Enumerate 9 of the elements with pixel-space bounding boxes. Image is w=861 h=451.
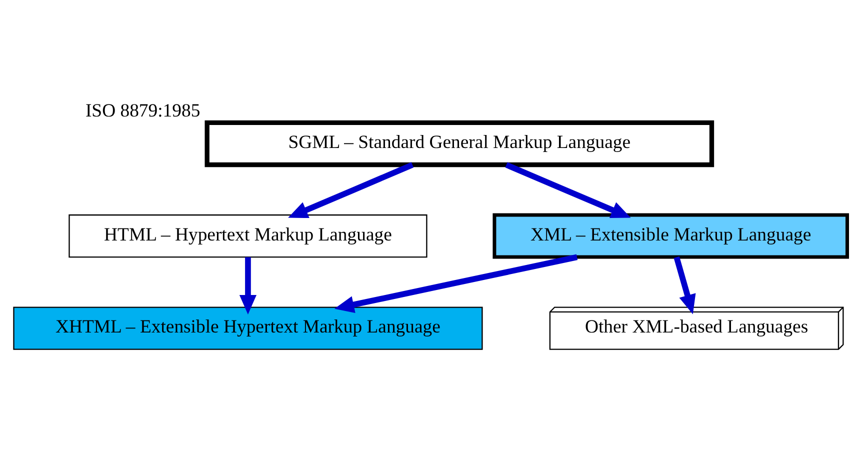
arrow xyxy=(505,162,631,218)
node-box: XHTML – Extensible Hypertext Markup Language xyxy=(13,306,483,350)
node-box: HTML – Hypertext Markup Language xyxy=(68,214,428,258)
arrow xyxy=(674,256,696,314)
arrow xyxy=(288,162,414,218)
node-label: ISO 8879:1985 xyxy=(85,100,200,122)
node-box: SGML – Standard General Markup Language xyxy=(204,120,714,168)
arrow xyxy=(239,257,257,315)
node-box: XML – Extensible Markup Language xyxy=(492,213,849,259)
